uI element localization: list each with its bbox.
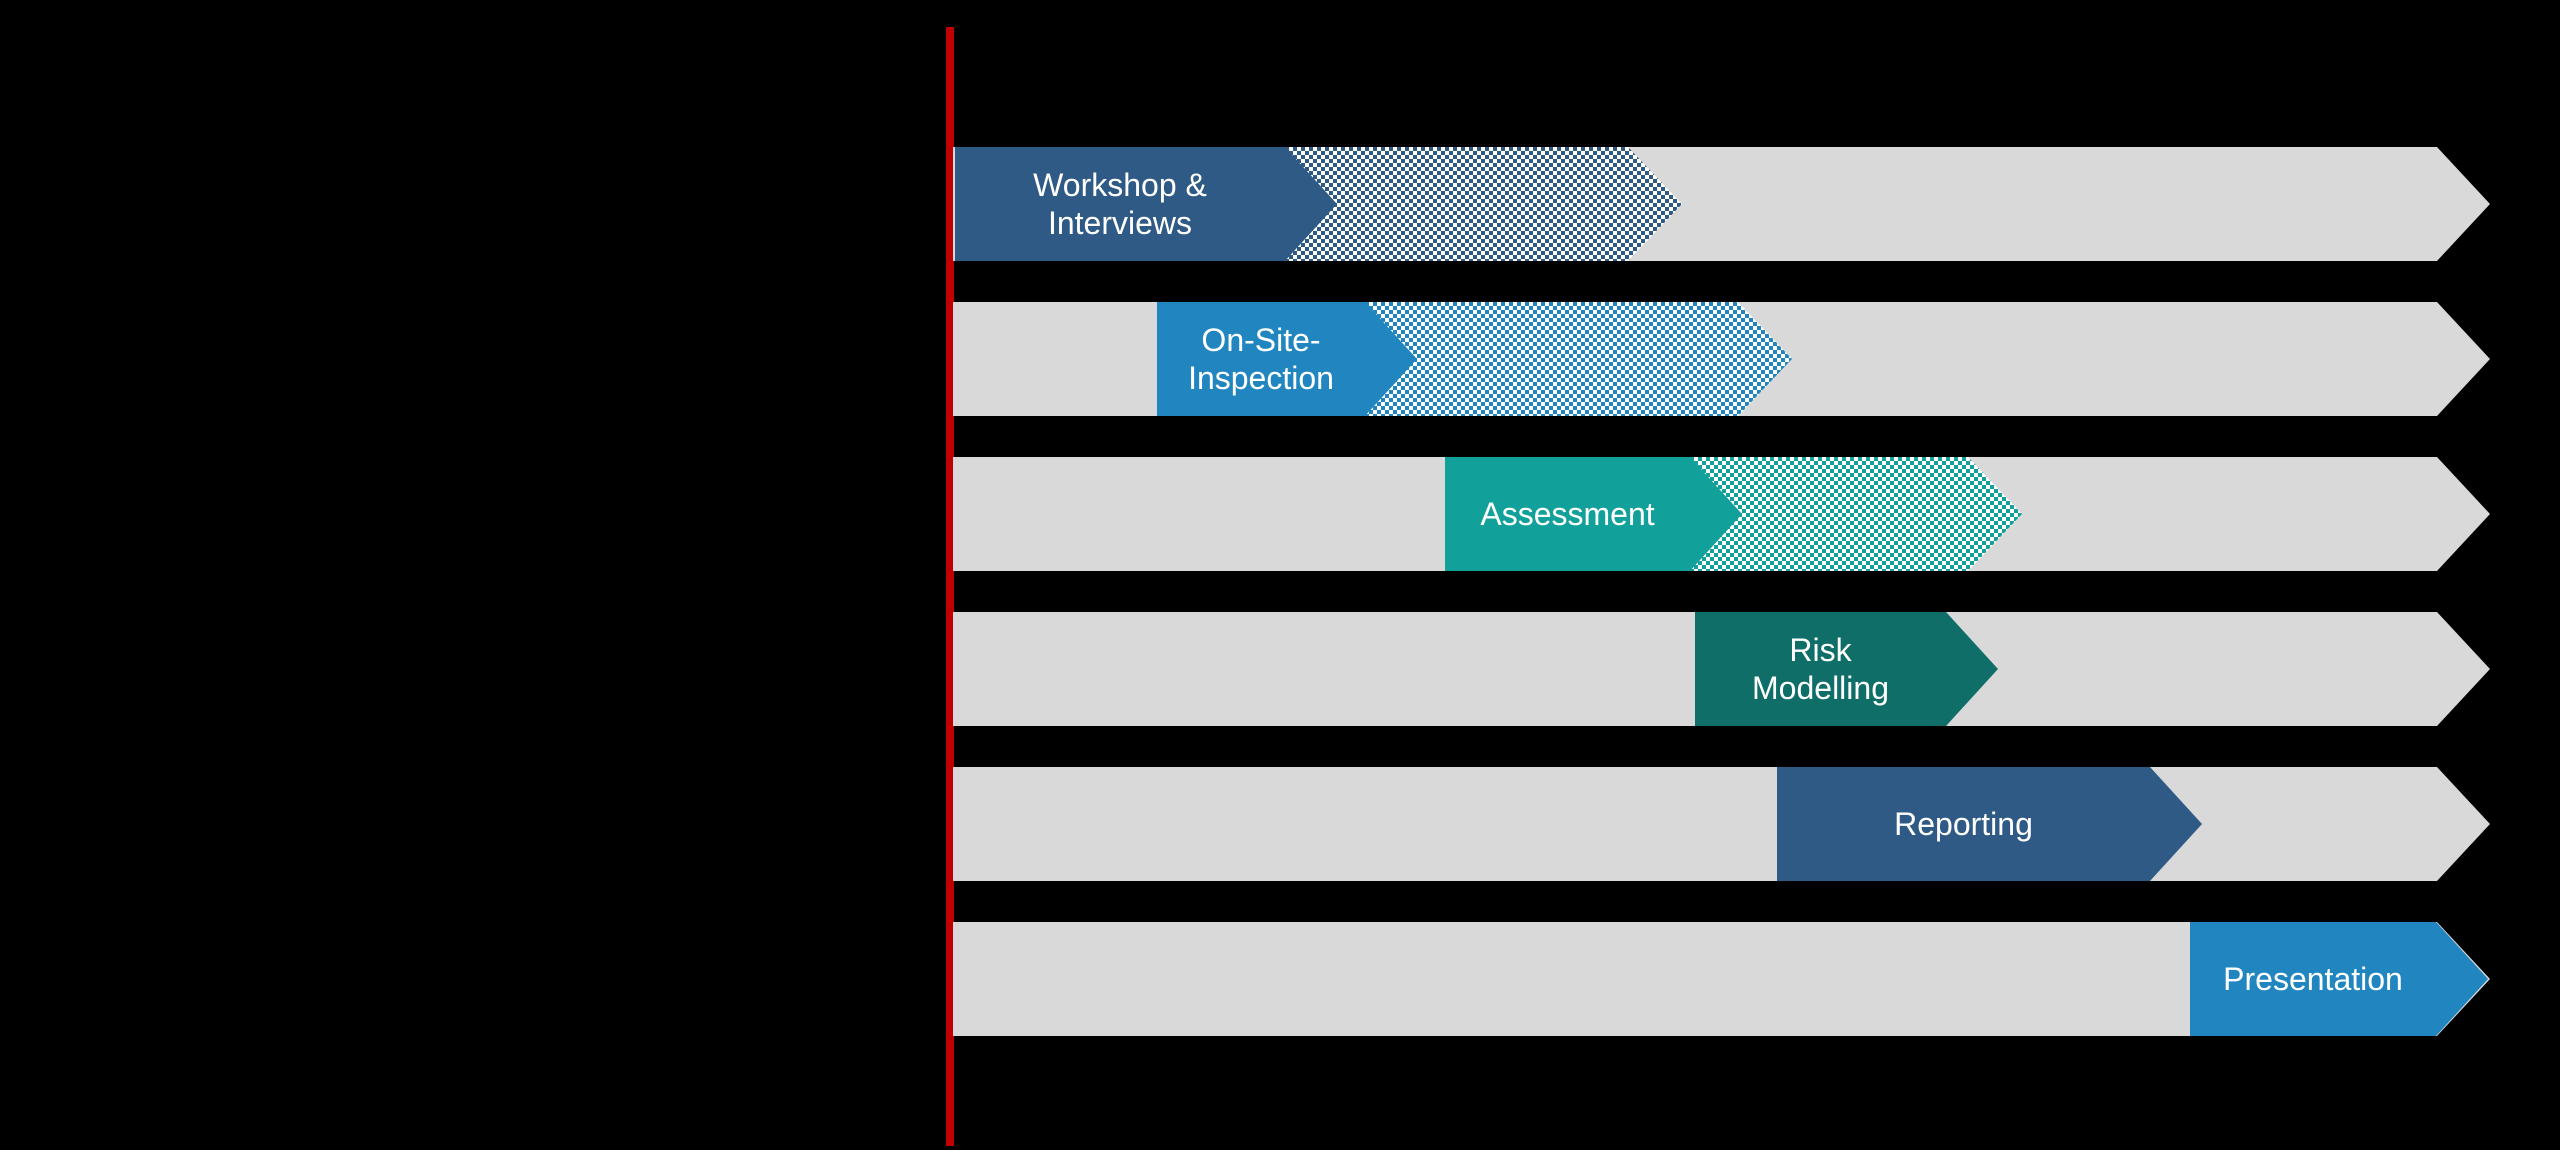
phase-row: On-Site- Inspection xyxy=(953,302,2490,416)
phase-label: Workshop & Interviews xyxy=(1033,166,1207,241)
phase-row: Presentation xyxy=(953,922,2490,1036)
phase-arrow: On-Site- Inspection xyxy=(1157,302,1417,416)
phase-arrow: Presentation xyxy=(2190,922,2488,1036)
phase-row: Reporting xyxy=(953,767,2490,881)
timeline-track-arrow xyxy=(953,767,2490,881)
phase-arrow: Reporting xyxy=(1777,767,2202,881)
phase-row: Workshop & Interviews xyxy=(953,147,2490,261)
phase-label: Risk Modelling xyxy=(1752,631,1889,706)
phase-row: Risk Modelling xyxy=(953,612,2490,726)
timeline-start-marker-line xyxy=(946,27,954,1146)
phase-arrow: Workshop & Interviews xyxy=(955,147,1337,261)
phase-label: On-Site- Inspection xyxy=(1188,321,1334,396)
phase-label: Presentation xyxy=(2223,960,2403,997)
phase-arrow: Assessment xyxy=(1445,457,1742,571)
phase-row: Assessment xyxy=(953,457,2490,571)
phase-label: Reporting xyxy=(1894,805,2033,842)
phase-arrow: Risk Modelling xyxy=(1695,612,1998,726)
phase-label: Assessment xyxy=(1480,495,1655,532)
